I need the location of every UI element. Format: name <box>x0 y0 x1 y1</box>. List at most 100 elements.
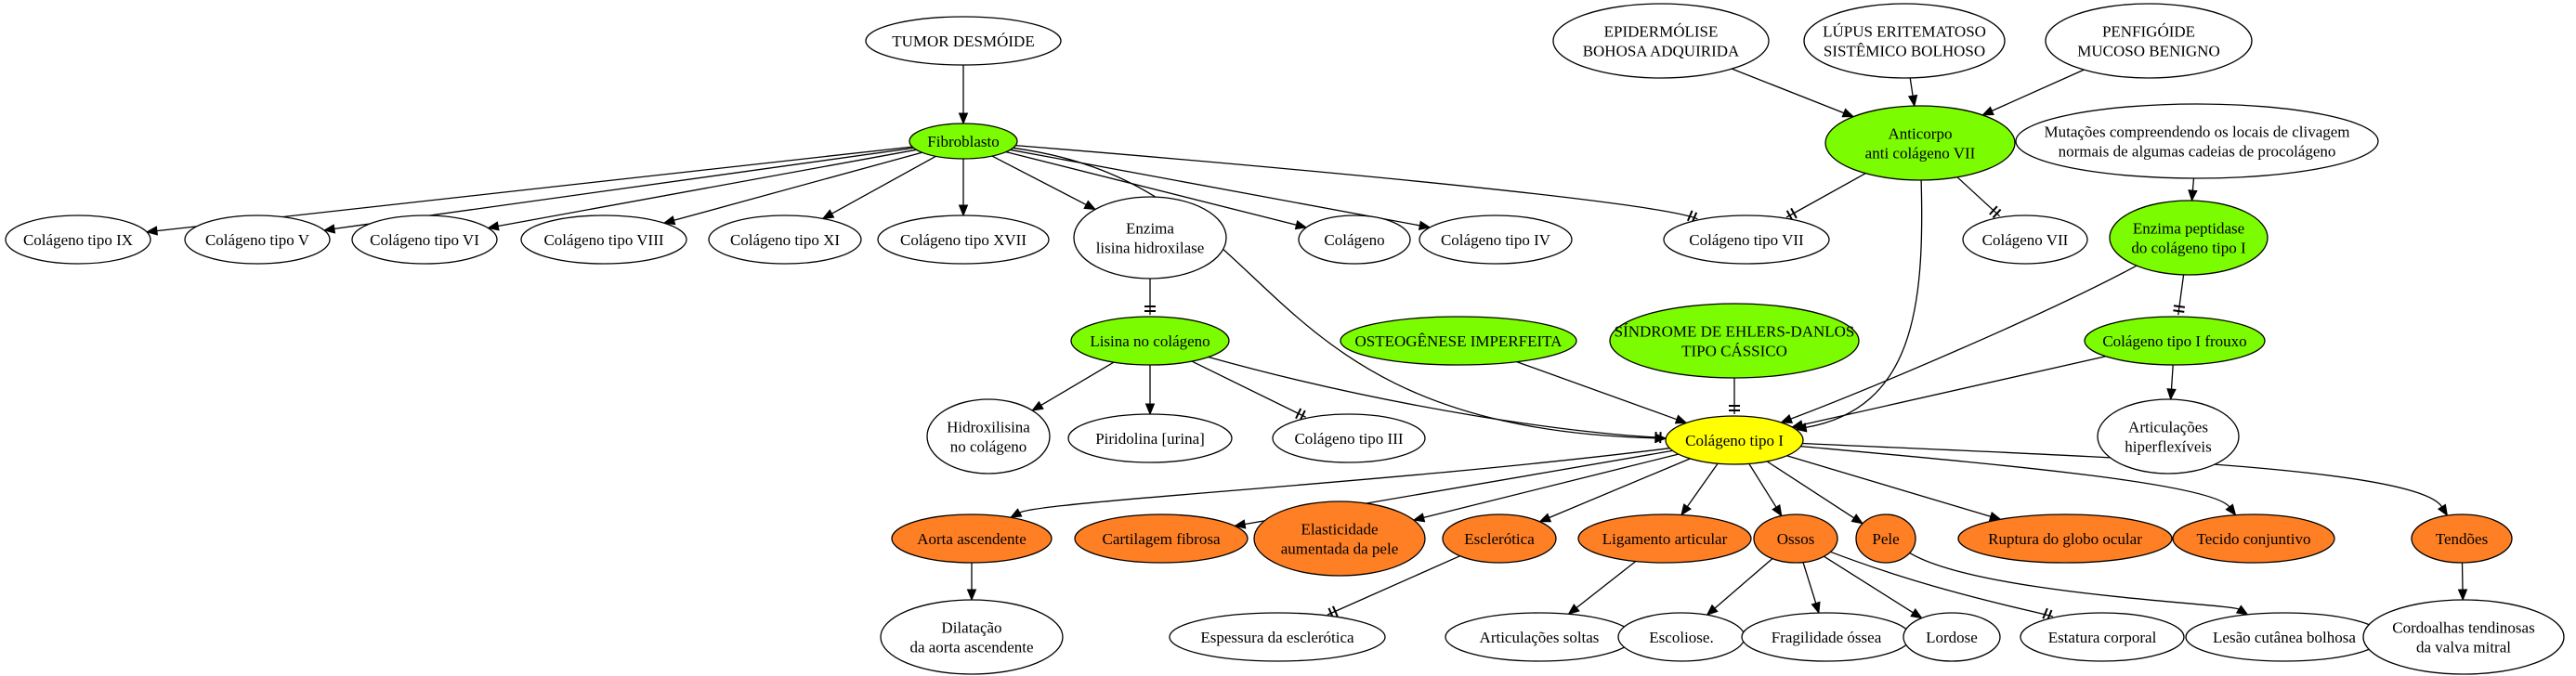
edge-aorta-dilat <box>966 563 977 602</box>
edge-line <box>1013 147 1656 439</box>
node-shape <box>1340 316 1577 366</box>
node-label: SISTÊMICO BOLHOSO <box>1824 43 1985 60</box>
arrowhead <box>1907 94 1918 108</box>
node-label: Tecido conjuntivo <box>2197 530 2311 548</box>
node-label: Ligamento articular <box>1602 530 1728 548</box>
node-shape <box>2411 514 2513 564</box>
node-label: BOHOSA ADQUIRIDA <box>1583 43 1740 60</box>
tee-head <box>1686 210 1693 222</box>
arrowhead <box>1031 400 1044 411</box>
node-shape <box>926 398 1051 474</box>
arrowhead <box>1910 607 1923 619</box>
node-label: aumentada da pele <box>1281 540 1399 558</box>
node-aorta: Aorta ascendente <box>891 514 1053 564</box>
edge-osteo-c1 <box>1516 360 1688 424</box>
node-cvii: Colágeno VII <box>1962 214 2088 265</box>
arrowhead <box>2437 503 2449 517</box>
node-label: Escoliose. <box>1649 629 1713 646</box>
node-c8: Colágeno tipo VIII <box>520 214 687 265</box>
edge-line <box>673 151 922 221</box>
edge-lis-pirid <box>1144 365 1156 416</box>
node-label: Colágeno tipo VIII <box>543 231 663 249</box>
node-frag: Fragilidade óssea <box>1741 612 1912 662</box>
edge-enz-lis <box>1144 279 1156 315</box>
edge-c1-ruptura <box>1786 455 2002 522</box>
node-shape <box>1803 3 2006 79</box>
arrowhead <box>1791 420 1804 430</box>
tee-head <box>1331 605 1339 618</box>
arrowhead <box>966 589 977 602</box>
node-shape <box>2084 316 2266 366</box>
node-escl: Esclerótica <box>1442 514 1557 564</box>
node-label: TIPO CÁSSICO <box>1681 343 1787 360</box>
tee-head <box>1299 410 1306 422</box>
arrowhead <box>1850 514 1864 525</box>
edge-line <box>2461 562 2464 591</box>
edge-line <box>1208 356 1665 438</box>
edge-ossos-escol <box>1706 558 1773 617</box>
arrowhead <box>958 204 969 217</box>
node-label: Enzima <box>1126 220 1174 238</box>
edge-fibro-col <box>1005 150 1308 230</box>
edge-fibro-c8 <box>662 151 922 226</box>
arrowhead <box>1981 106 1994 116</box>
node-label: Colágeno tipo I <box>1685 432 1784 449</box>
arrowhead <box>487 221 500 231</box>
node-tend: Tendões <box>2411 514 2513 564</box>
node-label: Ossos <box>1777 530 1815 548</box>
edge-line <box>1549 458 1691 519</box>
node-label: Pele <box>1872 530 1899 548</box>
edge-fibro-c1 <box>1013 147 1667 444</box>
edge-line <box>1327 555 1460 616</box>
node-shape <box>1169 612 1386 662</box>
node-label: Tendões <box>2436 530 2488 548</box>
node-label: Colágeno tipo IX <box>23 231 133 249</box>
node-label: Colágeno tipo XVII <box>900 231 1026 249</box>
arrowhead <box>2235 604 2249 616</box>
node-fibro: Fibroblasto <box>909 123 1018 160</box>
arrowhead <box>1083 200 1097 211</box>
edge-line <box>1790 265 2138 420</box>
node-ossos: Ossos <box>1753 514 1838 564</box>
edge-line <box>1010 149 1420 227</box>
edge-epi-anti <box>1732 68 1855 118</box>
node-label: Aorta ascendente <box>917 530 1026 548</box>
node-espess: Espessura da esclerótica <box>1169 612 1386 662</box>
edge-ossos-lord <box>1824 555 1923 619</box>
node-shape <box>1419 214 1573 265</box>
node-label: Piridolina [urina] <box>1095 430 1205 448</box>
node-lis: Lisina no colágeno <box>1070 316 1230 366</box>
edge-line <box>1766 461 1855 519</box>
edge-c1-lig <box>1680 462 1719 516</box>
node-c6: Colágeno tipo VI <box>351 214 498 265</box>
node-label: Lordose <box>1926 629 1978 646</box>
node-c1: Colágeno tipo I <box>1665 415 1804 465</box>
edge-fibro-enz <box>991 155 1097 211</box>
node-label: Colágeno tipo VI <box>370 231 479 249</box>
node-shape <box>1070 316 1230 366</box>
node-shape <box>880 599 1064 675</box>
arrowhead <box>1233 519 1247 529</box>
node-shape <box>1903 612 2001 662</box>
node-label: Mutações compreendendo os locais de cliv… <box>2044 124 2349 141</box>
edge-c1-elast <box>1412 453 1679 523</box>
node-shape <box>1298 214 1411 265</box>
node-c5: Colágeno tipo V <box>184 214 331 265</box>
node-c4: Colágeno tipo IV <box>1419 214 1573 265</box>
node-label: Lisina no colágeno <box>1090 332 1210 350</box>
node-shape <box>1577 514 1752 564</box>
node-shape <box>1753 514 1838 564</box>
arrowhead <box>145 226 158 236</box>
node-shape <box>5 214 151 265</box>
node-shape <box>1552 3 1770 79</box>
node-label: Colágeno tipo III <box>1294 430 1403 448</box>
node-label: Enzima peptidase <box>2133 220 2244 238</box>
edge-c1-ossos <box>1748 463 1783 517</box>
node-pele: Pele <box>1855 514 1916 564</box>
node-c7: Colágeno tipo VII <box>1663 214 1830 265</box>
edge-line <box>1732 68 1845 114</box>
